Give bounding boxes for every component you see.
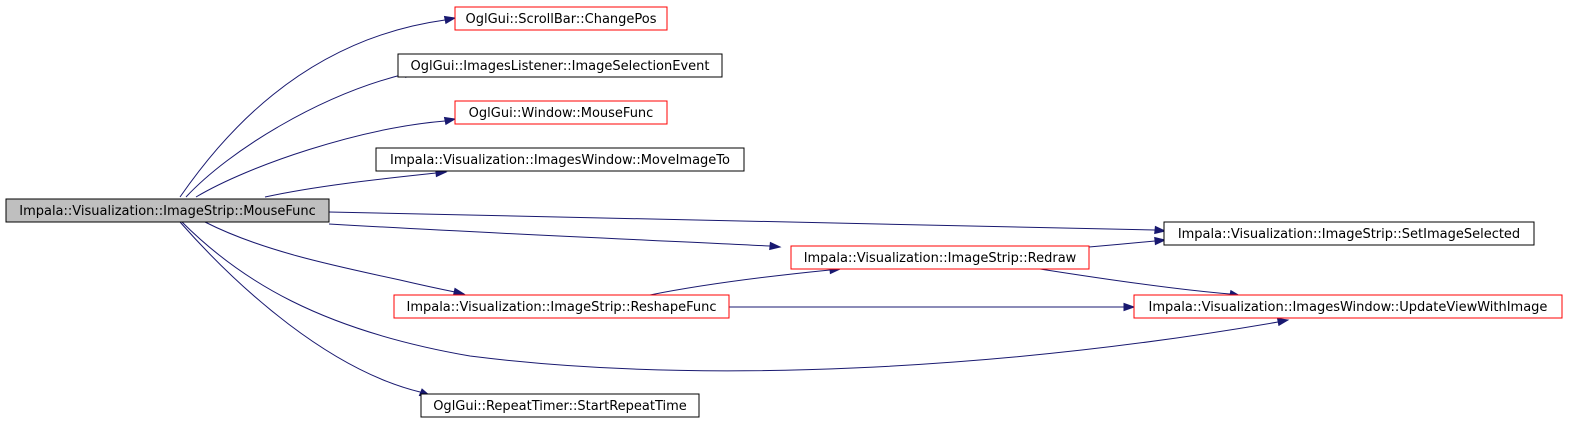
edge-redraw-to-setsel bbox=[1088, 236, 1167, 248]
node-label: Impala::Visualization::ImagesWindow::Mov… bbox=[390, 153, 730, 168]
edge-line bbox=[195, 120, 446, 198]
edge-line-tail bbox=[435, 171, 447, 174]
edge-line-tail bbox=[1277, 319, 1289, 323]
node-box[interactable] bbox=[393, 294, 730, 319]
edge-line-tail bbox=[444, 17, 456, 21]
node-label: Impala::Visualization::ImageStrip::Mouse… bbox=[19, 204, 316, 219]
node-box[interactable] bbox=[397, 53, 723, 78]
edge-mousefunc-to-moveimage bbox=[264, 168, 448, 198]
node-label: OglGui::ScrollBar::ChangePos bbox=[465, 12, 656, 27]
node-update[interactable]: Impala::Visualization::ImagesWindow::Upd… bbox=[1133, 294, 1563, 319]
edge-line-tail bbox=[1154, 229, 1166, 232]
edge-line bbox=[179, 221, 421, 393]
edge-mousefunc-to-setsel bbox=[328, 211, 1167, 235]
edge-line bbox=[264, 172, 437, 198]
node-label: Impala::Visualization::ImageStrip::Redra… bbox=[804, 251, 1077, 266]
node-box[interactable] bbox=[5, 198, 330, 223]
node-scrollbar[interactable]: OglGui::ScrollBar::ChangePos bbox=[454, 6, 668, 31]
node-label: Impala::Visualization::ImageStrip::SetIm… bbox=[1178, 227, 1520, 242]
node-label: Impala::Visualization::ImageStrip::Resha… bbox=[406, 300, 716, 315]
edge-line bbox=[1088, 240, 1156, 248]
node-moveimage[interactable]: Impala::Visualization::ImagesWindow::Mov… bbox=[375, 147, 745, 172]
edge-mousefunc-to-winmouse bbox=[195, 116, 457, 198]
nodes-layer: Impala::Visualization::ImageStrip::Mouse… bbox=[5, 6, 1563, 418]
node-redraw[interactable]: Impala::Visualization::ImageStrip::Redra… bbox=[790, 245, 1090, 270]
edges-layer bbox=[179, 15, 1290, 397]
edge-reshape-to-redraw bbox=[649, 265, 842, 296]
edge-line bbox=[204, 221, 456, 293]
node-box[interactable] bbox=[375, 147, 745, 172]
edge-line bbox=[181, 221, 1279, 372]
edge-mousefunc-to-update bbox=[181, 221, 1290, 372]
node-mousefunc[interactable]: Impala::Visualization::ImageStrip::Mouse… bbox=[5, 198, 330, 223]
node-box[interactable] bbox=[1163, 221, 1535, 246]
edge-line-tail bbox=[454, 291, 465, 295]
edge-line bbox=[328, 211, 1156, 231]
edge-mousefunc-to-repeat bbox=[179, 221, 432, 397]
edge-line-tail bbox=[444, 118, 456, 122]
edge-mousefunc-to-reshape bbox=[204, 221, 466, 296]
edge-line bbox=[328, 223, 771, 247]
edge-line bbox=[649, 269, 831, 296]
node-label: OglGui::ImagesListener::ImageSelectionEv… bbox=[411, 59, 710, 74]
edge-line-tail bbox=[769, 245, 781, 248]
node-box[interactable] bbox=[420, 393, 700, 418]
node-setsel[interactable]: Impala::Visualization::ImageStrip::SetIm… bbox=[1163, 221, 1535, 246]
edge-redraw-to-update bbox=[1039, 268, 1242, 299]
node-imagesel[interactable]: OglGui::ImagesListener::ImageSelectionEv… bbox=[397, 53, 723, 78]
node-box[interactable] bbox=[454, 6, 668, 31]
node-winmouse[interactable]: OglGui::Window::MouseFunc bbox=[454, 100, 668, 125]
node-label: OglGui::Window::MouseFunc bbox=[469, 106, 654, 121]
edge-reshape-to-update bbox=[728, 302, 1136, 312]
edge-line bbox=[185, 73, 406, 198]
node-box[interactable] bbox=[454, 100, 668, 125]
node-reshape[interactable]: Impala::Visualization::ImageStrip::Resha… bbox=[393, 294, 730, 319]
node-box[interactable] bbox=[1133, 294, 1563, 319]
edge-mousefunc-to-redraw bbox=[328, 223, 782, 251]
node-label: Impala::Visualization::ImagesWindow::Upd… bbox=[1149, 300, 1548, 315]
edge-mousefunc-to-scrollbar bbox=[179, 15, 457, 198]
edge-line bbox=[179, 19, 446, 198]
node-repeat[interactable]: OglGui::RepeatTimer::StartRepeatTime bbox=[420, 393, 700, 418]
node-box[interactable] bbox=[790, 245, 1090, 270]
edge-line bbox=[1039, 268, 1231, 295]
edge-line-tail bbox=[1154, 239, 1166, 242]
edge-mousefunc-to-imagesel bbox=[185, 69, 417, 198]
node-label: OglGui::RepeatTimer::StartRepeatTime bbox=[433, 399, 687, 414]
